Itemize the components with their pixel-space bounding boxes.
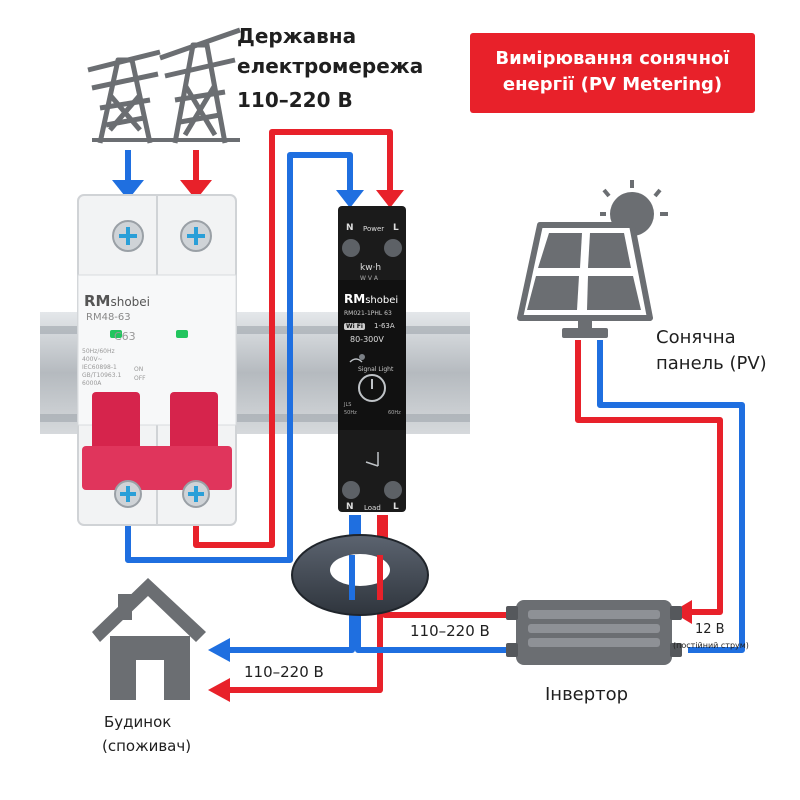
title-banner: Вимірювання сонячної енергії (PV Meterin… [470, 33, 755, 113]
meter-freq-left: 50Hz [344, 410, 357, 416]
meter-current: 1-63A [374, 322, 395, 330]
inverter-label: Інвертор [545, 684, 629, 705]
wires-through-ring [349, 555, 383, 600]
meter-label-n: N [346, 223, 354, 233]
grid-neutral-arrow [112, 150, 144, 200]
breaker-on-label: ON [134, 366, 144, 373]
wifi-icon [349, 358, 363, 363]
house-voltage: 110–220 В [244, 663, 324, 681]
meter-neutral-arrow [336, 190, 364, 208]
inverter-dc-voltage: 12 В [695, 622, 725, 637]
breaker-spec-line: 50Hz/60Hz [82, 348, 115, 355]
house-line2: (споживач) [102, 737, 192, 755]
meter-label-kwh: kw·h [360, 263, 382, 273]
breaker-brand: RMshobei [84, 292, 150, 310]
signal-led [359, 354, 365, 360]
house-line1: Будинок [104, 713, 172, 731]
meter-label-l: L [393, 223, 399, 233]
grid-voltage: 110–220 В [237, 88, 353, 112]
circuit-breaker [77, 194, 237, 526]
breaker-brand-suffix: shobei [110, 295, 151, 309]
meter-signal-light: Signal Light [358, 366, 394, 373]
meter-screw-icon [342, 481, 360, 499]
inverter-ac-voltage: 110–220 В [410, 622, 490, 640]
breaker-spec-line: IEC60898-1 [82, 364, 117, 371]
meter-freq-right: 60Hz [388, 410, 401, 416]
house-neutral-arrow [208, 638, 230, 662]
breaker-spec-line: GB/T10963.1 [82, 372, 122, 379]
meter-jls: JLS [344, 402, 352, 408]
breaker-status-led [110, 330, 122, 338]
breaker-spec-line: 400V~ [82, 356, 103, 363]
inverter-icon [506, 600, 682, 665]
breaker-handle-bar [82, 446, 232, 490]
meter-model: RM021-1PHL 63 [344, 310, 392, 317]
breaker-off-label: OFF [134, 375, 146, 382]
breaker-rating: C63 [114, 330, 136, 343]
breaker-state-labels: ON OFF [134, 365, 146, 383]
meter-brand-suffix: shobei [365, 295, 399, 306]
meter-wifi-badge: Wi Fi [344, 323, 365, 330]
power-pylon-icon [87, 27, 241, 144]
house-live-arrow [208, 678, 230, 702]
house-icon [92, 578, 206, 700]
meter-bottom-n: N [346, 502, 354, 512]
meter-screw-icon [384, 481, 402, 499]
grid-live-arrow [180, 150, 212, 200]
meter-brand-prefix: RM [344, 292, 366, 306]
power-button-icon [358, 374, 386, 402]
breaker-status-led [176, 330, 188, 338]
breaker-spec-list: 50Hz/60Hz 400V~ IEC60898-1 GB/T10963.1 6… [82, 348, 121, 388]
meter-label-wva: W V A [360, 275, 378, 282]
meter-live-arrow [376, 190, 404, 208]
breaker-model: RM48-63 [86, 312, 131, 323]
meter-brand: RMshobei [344, 292, 398, 306]
energy-meter [338, 206, 406, 512]
breaker-toggle-right [170, 392, 218, 460]
solar-line1: Сонячна [656, 327, 736, 348]
solar-line2: панель (PV) [656, 353, 767, 374]
breaker-brand-prefix: RM [84, 292, 111, 310]
meter-screw-icon [384, 239, 402, 257]
banner-line1: Вимірювання сонячної [495, 48, 730, 69]
inverter-dc-note: (постійний струм) [673, 641, 749, 650]
meter-screw-icon [342, 239, 360, 257]
solar-panel-icon [517, 180, 668, 338]
meter-label-power: Power [363, 225, 385, 233]
breaker-toggle-left [92, 392, 140, 460]
banner-line2: енергії (PV Metering) [502, 74, 723, 95]
meter-bottom-l: L [393, 502, 399, 512]
meter-voltage-range: 80-300V [350, 335, 384, 344]
wires-solar-to-inverter [575, 340, 745, 653]
meter-bottom-load: Load [364, 504, 381, 512]
breaker-spec-line: 6000A [82, 380, 102, 387]
grid-title-line2: електромережа [237, 54, 424, 78]
grid-title-line1: Державна [237, 24, 357, 48]
wires-breaker-to-meter [125, 129, 393, 563]
current-transformer-ring [291, 534, 429, 616]
